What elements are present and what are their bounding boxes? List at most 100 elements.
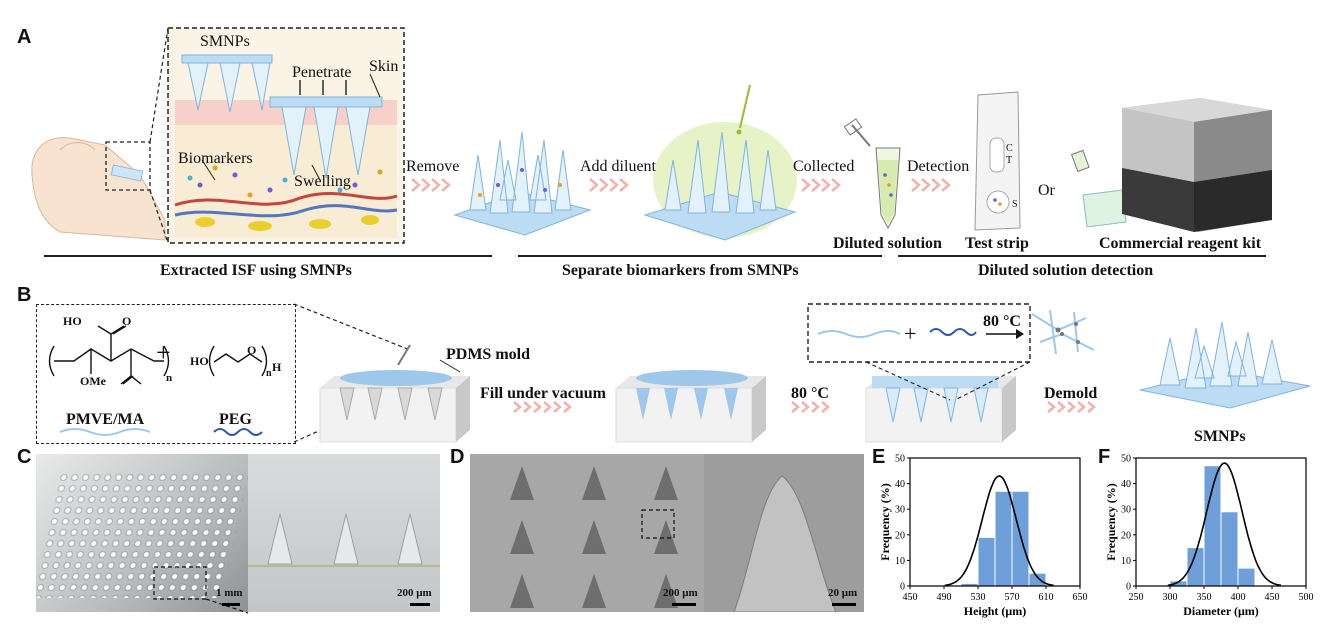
chart-e-bar-1 <box>977 536 996 587</box>
caption-test-strip: Test strip <box>965 235 1029 252</box>
label-smnps-final: SMNPs <box>1194 428 1246 445</box>
chart-e-xtick-label-3: 570 <box>1005 592 1020 603</box>
chem-label-ho: HO <box>63 314 82 328</box>
section-caption-detection: Diluted solution detection <box>978 262 1154 279</box>
polymer-name-peg: PEG <box>219 411 252 428</box>
label-plus: + <box>904 321 917 346</box>
label-fill-vacuum: Fill under vacuum <box>480 385 606 402</box>
polymer-name-pmve-ma: PMVE/MA <box>66 411 145 428</box>
chem-label-peg-ho: HO <box>190 354 209 368</box>
pdms-mold <box>319 344 470 443</box>
divider-extracted <box>44 255 492 257</box>
sem-single-needle <box>704 454 864 612</box>
section-caption-extracted: Extracted ISF using SMNPs <box>160 262 352 279</box>
reagent-kit-illustration <box>1070 98 1272 232</box>
section-caption-separate: Separate biomarkers from SMNPs <box>562 262 799 279</box>
chart-e-ytick-label-2: 20 <box>895 530 905 541</box>
chart-f-ytick-label-0: 0 <box>1126 582 1131 593</box>
chart-f-ytick-label-3: 30 <box>1121 505 1131 516</box>
chart-f-ytick-label-4: 40 <box>1121 479 1131 490</box>
flow-arrows <box>411 178 951 192</box>
centrifuge-tube <box>843 118 901 230</box>
step-label-remove: Remove <box>406 158 460 175</box>
photo-microneedle-array <box>36 454 248 612</box>
chart-e-ytick-label-0: 0 <box>900 582 905 593</box>
panel-label-a: A <box>17 26 32 48</box>
sem-array <box>470 454 704 612</box>
panel-label-b: B <box>17 284 32 306</box>
scale-label-c2: 200 μm <box>397 587 432 599</box>
chem-label-o: O <box>122 314 132 328</box>
patch-removed <box>453 131 592 236</box>
chart-f-bar-3 <box>1220 511 1239 587</box>
chart-e-xlabel: Height (μm) <box>964 604 1026 618</box>
inset-label-skin: Skin <box>369 58 399 75</box>
chart-e-ytick-label-4: 40 <box>895 479 905 490</box>
label-temp-2: 80 °C <box>983 313 1021 330</box>
label-demold: Demold <box>1044 385 1098 402</box>
chart-f-bar-4 <box>1237 567 1256 587</box>
panel-a-illustration <box>31 27 1272 244</box>
strip-mark-s: S <box>1012 199 1018 210</box>
chart-e-fit-curve <box>944 475 1054 587</box>
chart-e-ylabel: Frequency (%) <box>880 483 892 560</box>
chem-label-peg-h: H <box>272 360 282 374</box>
inset-label-swelling: Swelling <box>294 173 351 190</box>
chart-f-xtick-label-2: 350 <box>1197 592 1212 603</box>
chart-f-ytick-label-1: 10 <box>1121 556 1131 567</box>
mold-filled <box>615 370 766 443</box>
chart-f-bar-2 <box>1203 465 1222 587</box>
chem-label-peg-o: O <box>247 343 257 357</box>
divider-separate <box>518 255 882 257</box>
patch-with-diluent <box>643 84 797 241</box>
chem-label-ome: OMe <box>80 374 106 388</box>
scale-bar-d2 <box>832 603 856 606</box>
panel-label-c: C <box>17 446 32 468</box>
chart-e-xtick-label-2: 530 <box>971 592 986 603</box>
caption-reagent-kit: Commercial reagent kit <box>1099 235 1262 252</box>
panel-label-e: E <box>872 446 886 468</box>
inset-label-biomarkers: Biomarkers <box>178 150 253 167</box>
chart-e-ytick-label-3: 30 <box>895 505 905 516</box>
smnps-final-patch <box>1139 321 1311 409</box>
chart-e-xtick-label-4: 610 <box>1039 592 1054 603</box>
chem-label-peg-n: n <box>266 368 272 379</box>
photo-zoom-lines <box>153 566 249 614</box>
caption-diluted-solution: Diluted solution <box>833 235 942 252</box>
step-label-add-diluent: Add diluent <box>580 158 656 175</box>
scale-bar-d1 <box>672 603 696 606</box>
test-strip <box>974 91 1021 231</box>
chart-e-bar-4 <box>1028 572 1047 587</box>
scale-label-c1: 1 mm <box>216 587 243 599</box>
scale-label-d1: 200 μm <box>663 587 698 599</box>
chart-e-xtick-label-0: 450 <box>903 592 918 603</box>
panel-b-illustration <box>59 303 1311 443</box>
strip-mark-c: C <box>1006 143 1013 154</box>
chart-f-xtick-label-0: 250 <box>1129 592 1144 603</box>
chart-f-xtick-label-5: 500 <box>1299 592 1314 603</box>
panel-label-d: D <box>450 446 465 468</box>
scale-bar-c1 <box>222 603 240 606</box>
chart-f-xtick-label-4: 450 <box>1265 592 1280 603</box>
label-pdms-mold: PDMS mold <box>446 346 530 363</box>
scale-label-d2: 20 μm <box>828 587 858 599</box>
chart-e-ytick-label-5: 50 <box>895 454 905 465</box>
chem-label-n: n <box>166 372 173 384</box>
chart-e-bar-2 <box>994 490 1013 587</box>
chart-f-frame <box>1135 457 1307 587</box>
step-label-collected: Collected <box>793 158 855 175</box>
strip-mark-t: T <box>1006 155 1013 166</box>
photo-microneedle-closeup <box>248 454 440 612</box>
panel-label-f: F <box>1098 446 1111 468</box>
chart-f-ytick-label-2: 20 <box>1121 530 1131 541</box>
chart-f-xlabel: Diameter (μm) <box>1183 604 1259 618</box>
wrist-illustration <box>31 137 166 241</box>
chem-plus: + <box>156 338 171 367</box>
step-label-or: Or <box>1038 182 1055 199</box>
scale-bar-c2 <box>410 603 430 606</box>
chart-e-ytick-label-1: 10 <box>895 556 905 567</box>
polymer-structure-box <box>36 304 296 444</box>
inset-label-penetrate: Penetrate <box>292 64 352 81</box>
chart-e-xtick-label-5: 650 <box>1073 592 1088 603</box>
